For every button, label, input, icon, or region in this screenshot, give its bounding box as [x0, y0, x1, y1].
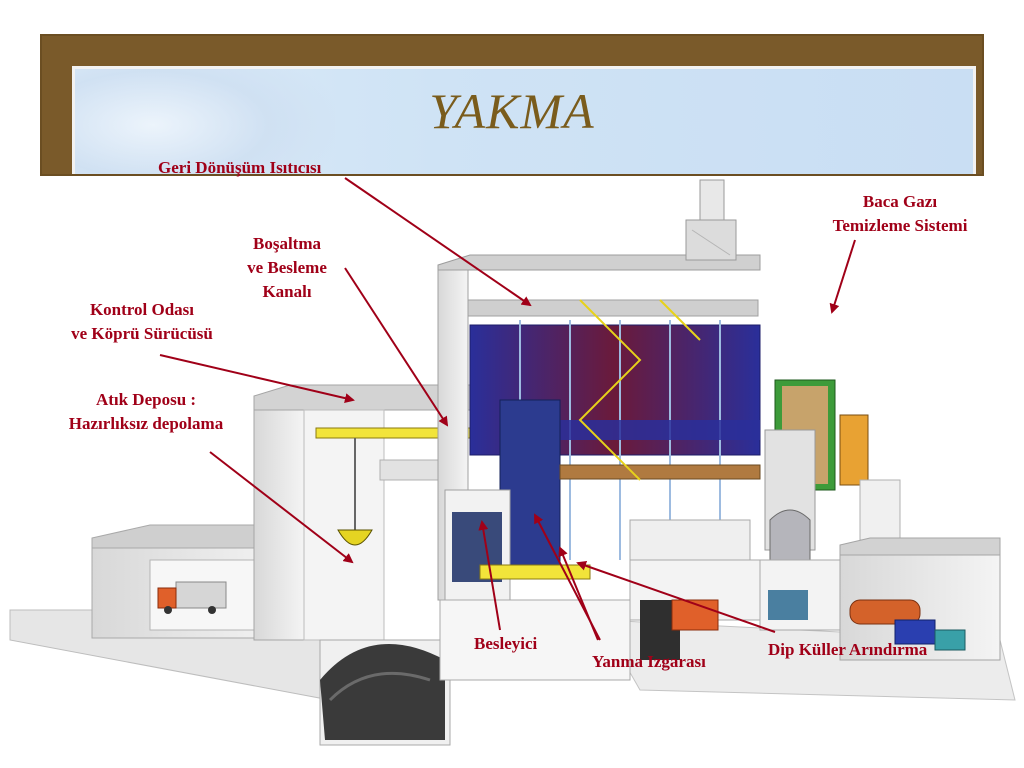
- label-line: ve Köprü Sürücüsü: [71, 324, 213, 343]
- arrow-geri-donusum: [344, 177, 532, 307]
- arrow-kontrol: [159, 354, 355, 404]
- label-yanma-izgarasi: Yanma Izgarası: [592, 652, 706, 671]
- arrow-dip-kuller: [576, 560, 776, 633]
- label-kontrol-odasi: Kontrol Odası ve Köprü Sürücüsü: [42, 298, 242, 346]
- callout-arrows: [159, 177, 856, 641]
- label-line: Temizleme Sistemi: [832, 216, 968, 235]
- lower-halls: [439, 489, 841, 681]
- flue-gas-cleaning-system: [764, 379, 901, 571]
- stairs-yellow: [578, 299, 701, 481]
- waste-bunker-building: [253, 384, 471, 746]
- arrow-baca-gazi: [829, 239, 856, 314]
- chimney: [685, 179, 737, 261]
- label-atik-deposu: Atık Deposu : Hazırlıksız depolama: [36, 388, 256, 436]
- label-line: Kanalı: [262, 282, 312, 301]
- label-dip-kuller: Dip Küller Arındırma: [768, 640, 928, 659]
- label-baca-gazi: Baca Gazı Temizleme Sistemi: [800, 190, 1000, 238]
- arrow-besleyici: [478, 520, 501, 631]
- page-title: YAKMA: [429, 83, 595, 139]
- header-frame: [40, 34, 984, 176]
- header-background: [72, 66, 976, 174]
- label-geri-donusum-isiticisi: Geri Dönüşüm Isıtıcısı: [158, 158, 322, 177]
- arrow-yanma-2: [558, 546, 599, 641]
- label-besleyici: Besleyici: [474, 634, 538, 653]
- label-line: Boşaltma: [253, 234, 321, 253]
- garbage-truck-icon: [157, 581, 227, 614]
- label-line: Hazırlıksız depolama: [68, 414, 224, 433]
- label-line: Atık Deposu :: [95, 390, 197, 409]
- right-building: [839, 537, 1001, 661]
- label-line: ve Besleme: [247, 258, 327, 277]
- arrow-atik: [209, 451, 354, 564]
- architectural-ornament: [75, 69, 335, 174]
- boiler-building: [437, 254, 761, 601]
- label-line: Baca Gazı: [862, 192, 938, 211]
- label-line: Kontrol Odası: [89, 300, 195, 319]
- arrow-bosaltma: [344, 267, 449, 427]
- label-bosaltma: Boşaltma ve Besleme Kanalı: [222, 232, 352, 304]
